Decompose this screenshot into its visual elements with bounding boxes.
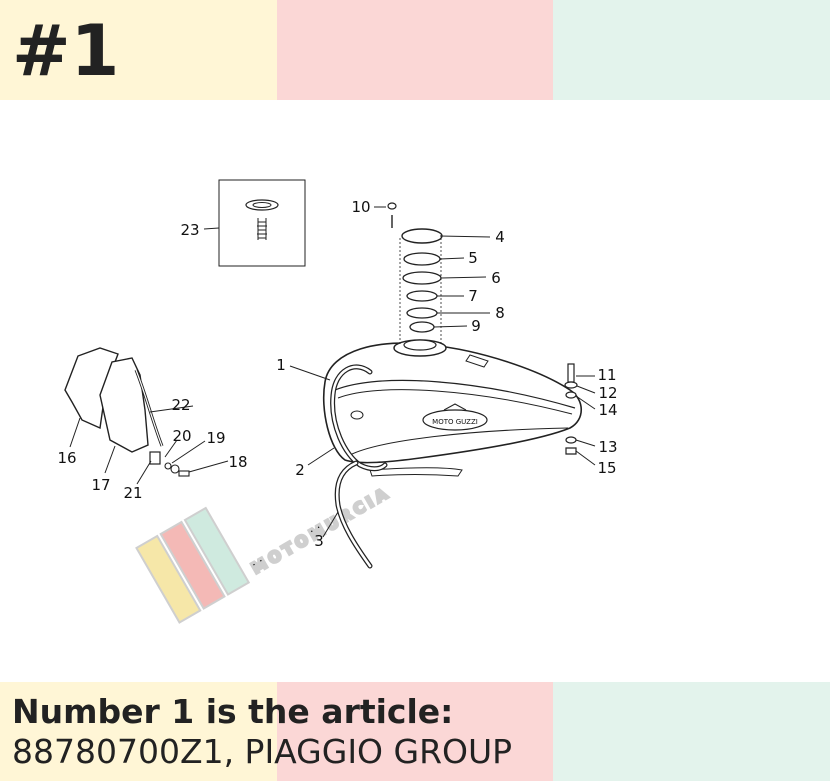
caption-heading: Number 1 is the article: bbox=[12, 692, 454, 731]
item-number-badge: #1 bbox=[12, 10, 120, 92]
callout-7: 7 bbox=[468, 287, 478, 305]
exploded-parts-diagram: MOTOMURCIA MOTO GUZZI bbox=[57, 179, 618, 624]
callout-23: 23 bbox=[180, 221, 199, 239]
footer-color-band bbox=[0, 682, 830, 781]
band-yellow bbox=[0, 0, 277, 100]
callout-15: 15 bbox=[597, 459, 616, 477]
caption-article-number: 88780700Z1, PIAGGIO GROUP bbox=[12, 732, 513, 771]
callout-2: 2 bbox=[295, 461, 305, 479]
callout-20: 20 bbox=[172, 427, 191, 445]
watermark-text: MOTOMURCIA bbox=[248, 483, 393, 577]
callout-21: 21 bbox=[123, 484, 142, 502]
callout-5: 5 bbox=[468, 249, 478, 267]
callout-11: 11 bbox=[597, 366, 616, 384]
band-pink bbox=[277, 682, 553, 781]
callout-1: 1 bbox=[276, 356, 286, 374]
callout-16: 16 bbox=[57, 449, 76, 467]
inset-part-23 bbox=[218, 179, 306, 267]
band-pink bbox=[277, 0, 553, 100]
callout-3: 3 bbox=[314, 532, 324, 550]
band-mint bbox=[553, 0, 830, 100]
callout-4: 4 bbox=[495, 228, 505, 246]
header-color-band bbox=[0, 0, 830, 100]
callout-18: 18 bbox=[228, 453, 247, 471]
fuel-tank: MOTO GUZZI bbox=[322, 339, 583, 477]
callout-10: 10 bbox=[351, 198, 370, 216]
callout-13: 13 bbox=[598, 438, 617, 456]
callout-12: 12 bbox=[598, 384, 617, 402]
callout-9: 9 bbox=[471, 317, 481, 335]
callout-19: 19 bbox=[206, 429, 225, 447]
callout-8: 8 bbox=[495, 304, 505, 322]
side-fixing-hardware bbox=[564, 363, 578, 455]
filler-cap-assembly bbox=[387, 202, 443, 345]
side-cover-parts bbox=[64, 347, 190, 477]
leader-lines bbox=[69, 206, 596, 538]
band-yellow bbox=[0, 682, 277, 781]
tank-logo-text: MOTO GUZZI bbox=[432, 418, 478, 426]
callout-6: 6 bbox=[491, 269, 501, 287]
callout-14: 14 bbox=[598, 401, 617, 419]
callout-17: 17 bbox=[91, 476, 110, 494]
band-mint bbox=[553, 682, 830, 781]
callout-22: 22 bbox=[171, 396, 190, 414]
